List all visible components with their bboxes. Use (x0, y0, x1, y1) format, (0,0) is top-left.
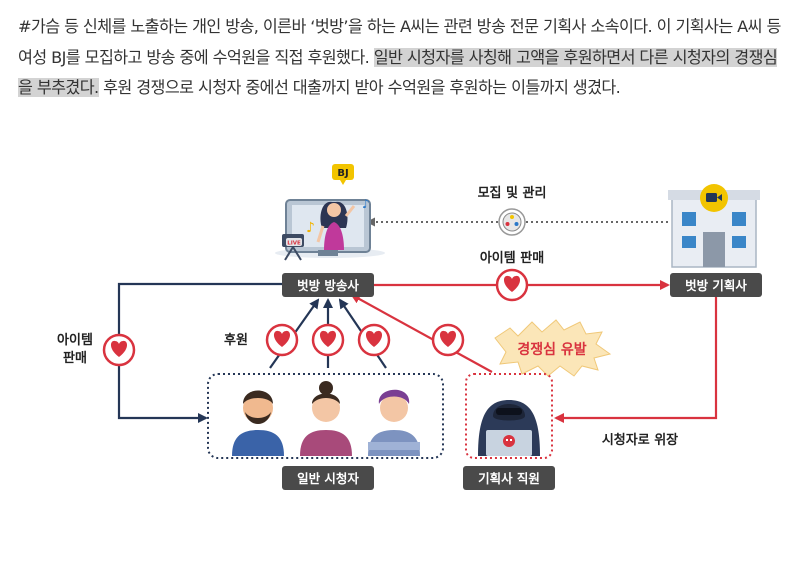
donation-label: 후원 (224, 332, 248, 348)
agency-building-icon (668, 184, 760, 268)
heart-icon-top (495, 268, 529, 302)
article-text-part2: 후원 경쟁으로 시청자 중에선 대출까지 받아 수억원을 후원하는 이들까지 생… (98, 78, 621, 97)
competition-flow-line (350, 294, 493, 373)
viewer-woman-icon (300, 381, 352, 456)
bj-illustration: LIVE ♪ ♪ BJ (275, 164, 385, 261)
viewers-group (207, 373, 444, 459)
viewers-label: 일반 시청자 (297, 471, 359, 486)
agency-staff-box: 기획사 직원 (463, 466, 555, 490)
agency-staff-group (465, 373, 553, 459)
bj-badge: BJ (332, 164, 354, 185)
agency-staff-label: 기획사 직원 (478, 471, 540, 486)
article-text-part1: #가슴 등 신체를 노출하는 개인 방송, 이른바 ‘벗방’을 하는 A씨는 관… (18, 17, 781, 67)
hacker-icon (478, 400, 540, 456)
viewers-box: 일반 시청자 (282, 466, 374, 490)
bj-station-label: 벗방 방송사 (297, 278, 359, 293)
svg-text:♪: ♪ (306, 220, 315, 236)
agency-to-staff-line (554, 295, 718, 423)
disguise-label: 시청자로 위장 (602, 432, 678, 448)
film-reel-icon (498, 208, 526, 236)
agency-label: 벗방 기획사 (685, 278, 747, 293)
item-sales-top-label: 아이템 판매 (480, 250, 544, 266)
heart-icon-competition (431, 323, 465, 357)
heart-icon-left (102, 333, 136, 367)
music-note-icon: ♪ ♪ (306, 197, 370, 236)
heart-icon-donation-3 (357, 323, 391, 357)
viewer-man-2-icon (368, 389, 420, 456)
heart-icon-donation-2 (311, 323, 345, 357)
agency-box: 벗방 기획사 (670, 273, 762, 297)
item-sales-left-label-line1: 아이템 (57, 332, 93, 348)
svg-text:♪: ♪ (362, 197, 370, 211)
viewer-man-icon (232, 390, 284, 456)
bj-station-box: 벗방 방송사 (282, 273, 374, 297)
item-sales-left-label-line2: 판매 (63, 350, 87, 366)
infographic-diagram: LIVE ♪ ♪ BJ (57, 164, 762, 490)
heart-icon-donation-1 (265, 323, 299, 357)
live-badge: LIVE (287, 241, 301, 247)
competition-burst: 경쟁심 유발 (494, 319, 612, 377)
bj-badge-text: BJ (337, 168, 348, 179)
recruit-manage-label: 모집 및 관리 (478, 185, 547, 201)
competition-label: 경쟁심 유발 (517, 341, 586, 358)
bj-woman-icon (316, 201, 356, 250)
article-paragraph: #가슴 등 신체를 노출하는 개인 방송, 이른바 ‘벗방’을 하는 A씨는 관… (18, 12, 788, 104)
